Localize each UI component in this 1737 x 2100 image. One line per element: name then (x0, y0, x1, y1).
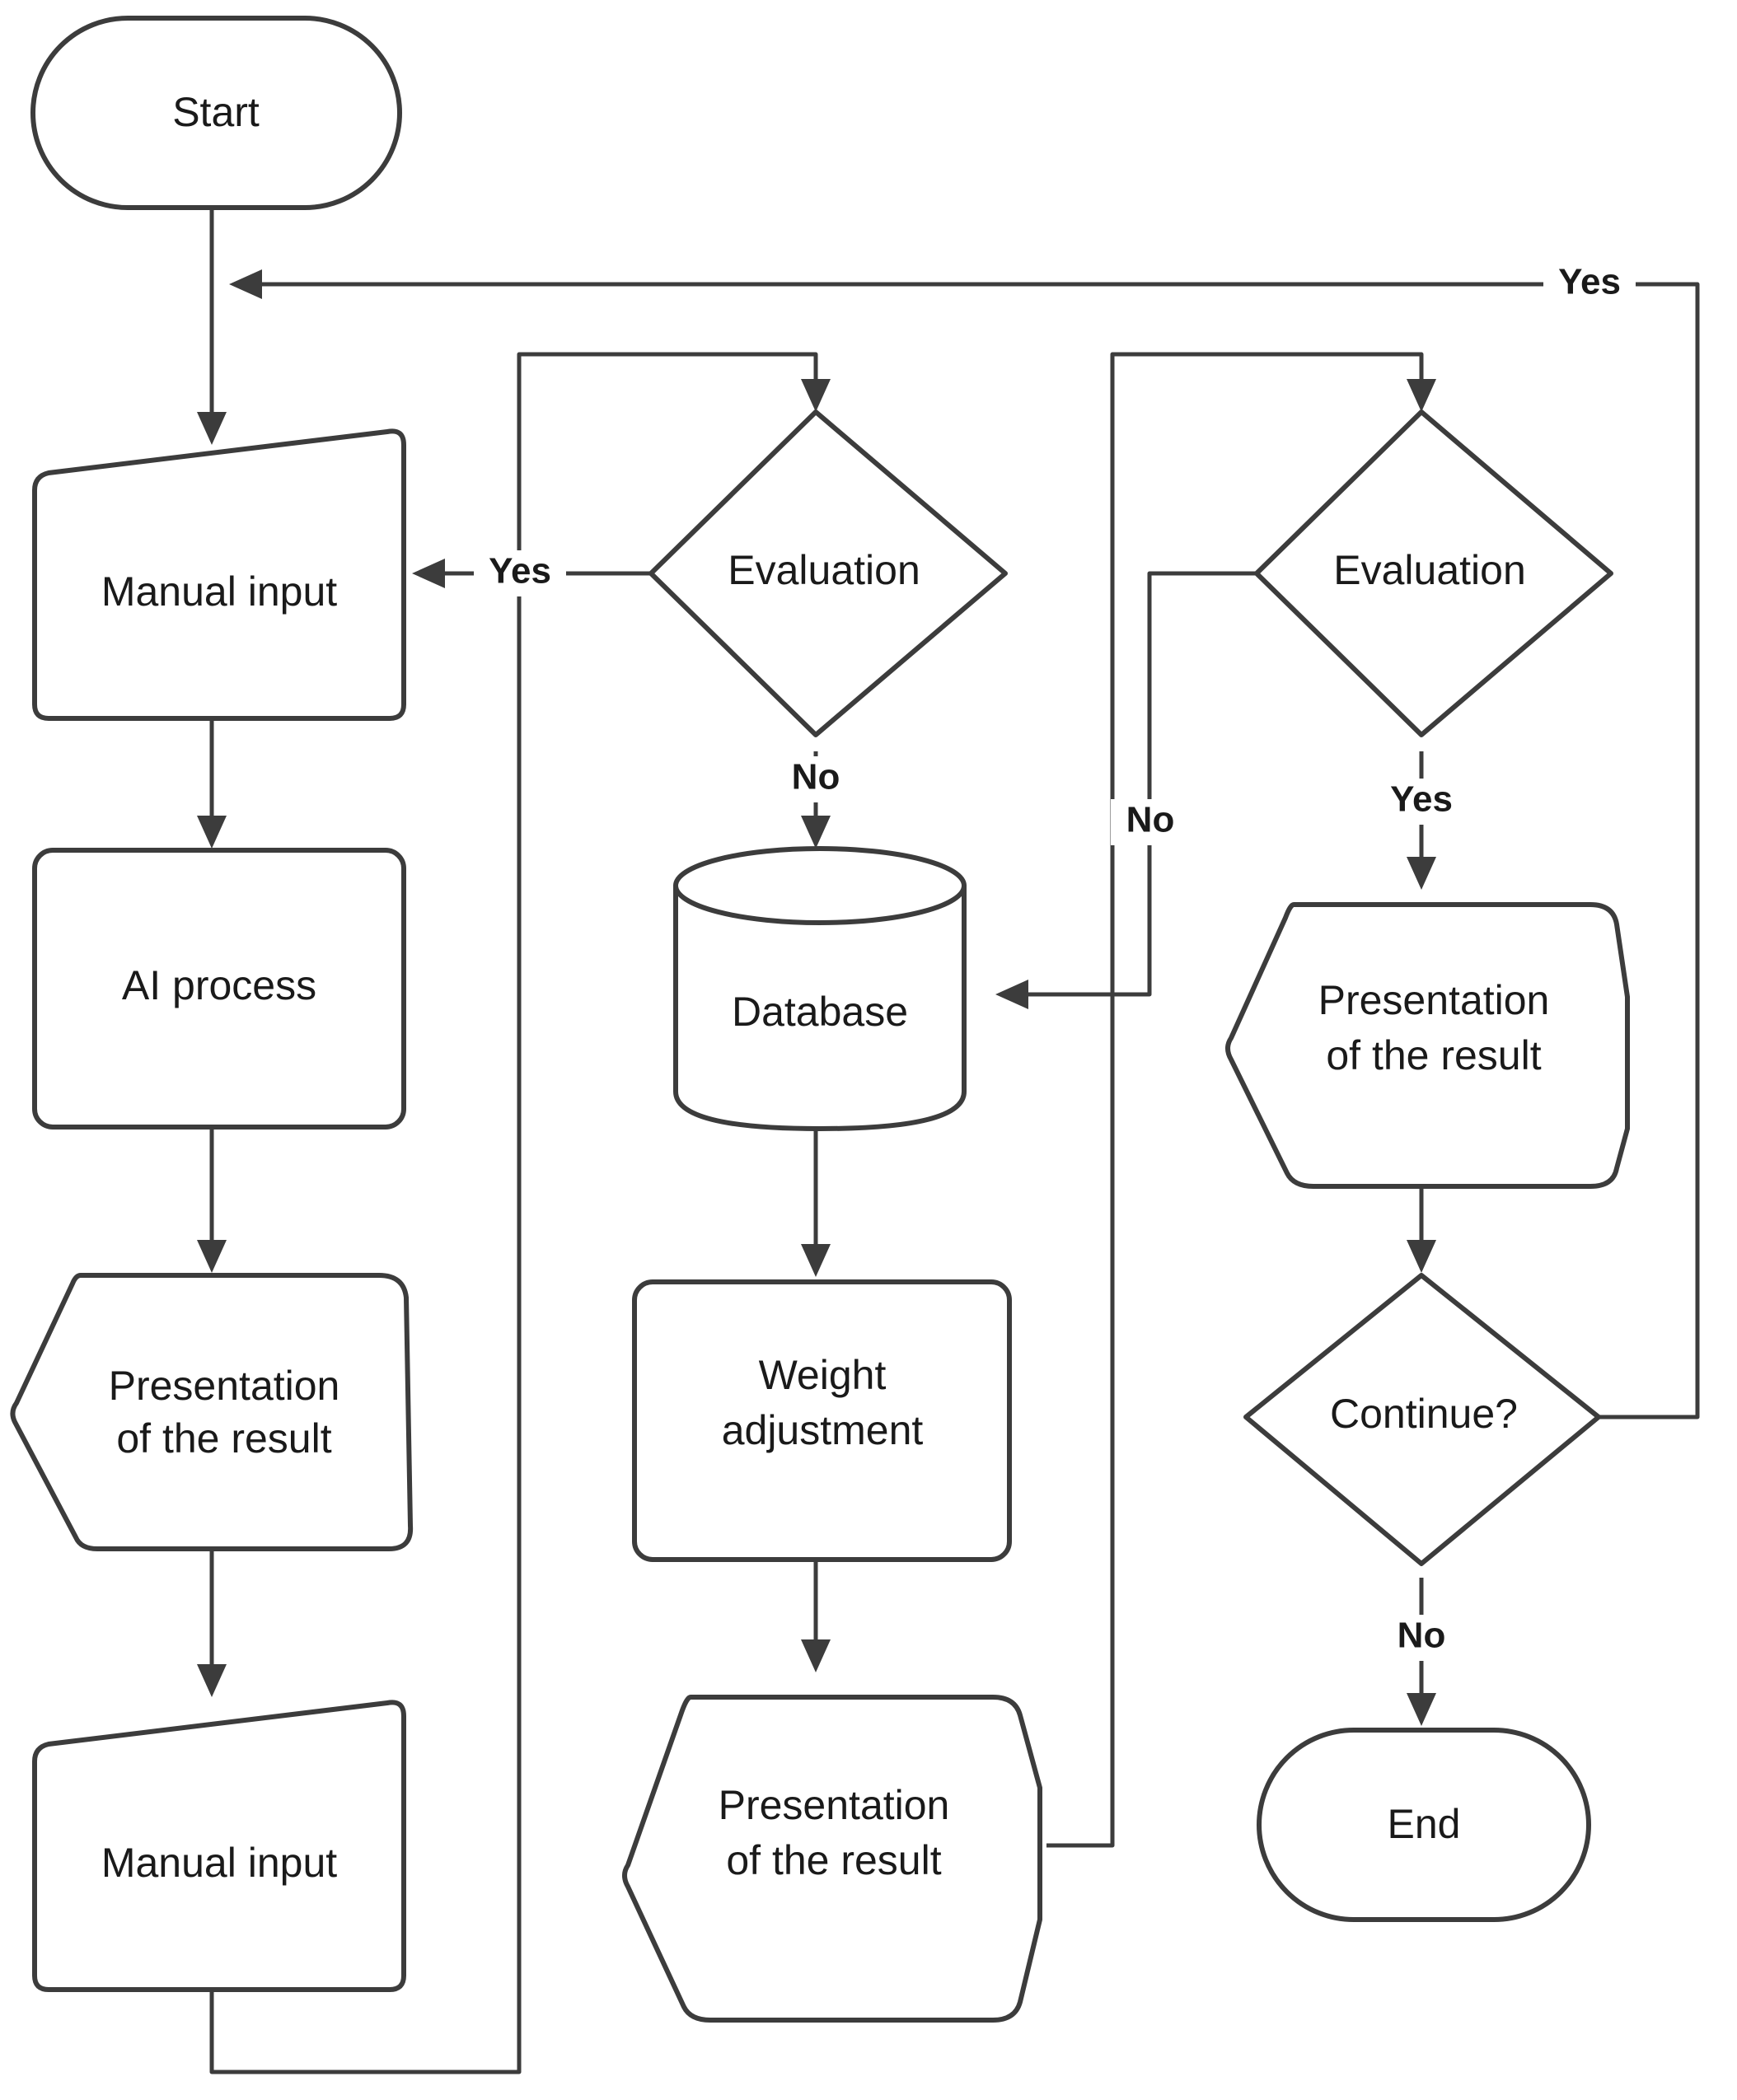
edge-label-eval2-yes: Yes (1390, 779, 1453, 820)
edge-eval2-no-to-database (1014, 571, 1257, 997)
edge-label-bg-eval1-no (776, 756, 855, 802)
presentation-3-label-line2: of the result (1326, 1032, 1541, 1078)
presentation-3-label-line1: Presentation (1318, 977, 1550, 1023)
arrowhead-present2-to-eval2 (1407, 379, 1436, 412)
evaluation-1-label: Evaluation (728, 547, 920, 593)
database-body-shape (673, 883, 967, 1131)
edge-label-eval1-no: No (792, 757, 840, 797)
manual-input-2-label: Manual input (101, 1840, 337, 1886)
presentation-1-shape (10, 1273, 414, 1551)
node-manual-input-2[interactable]: Manual input (32, 1700, 406, 1992)
manual-input-1-shape (32, 428, 406, 721)
arrowhead-manual1-to-ai (197, 816, 227, 849)
continue-shape (1243, 1273, 1601, 1566)
node-presentation-2[interactable]: Presentation of the result (622, 1695, 1042, 2023)
node-continue[interactable]: Continue? (1243, 1273, 1601, 1566)
edge-continue-yes-to-start (247, 282, 1700, 1419)
manual-input-2-shape (32, 1700, 406, 1992)
arrowhead-eval2-no-to-database (995, 980, 1028, 1009)
weight-adjustment-label-line2: adjustment (722, 1407, 924, 1453)
edge-labels-layer: Yes No No Yes Yes No (474, 261, 1636, 1661)
evaluation-2-label: Evaluation (1333, 547, 1526, 593)
edge-label-eval2-no: No (1126, 800, 1175, 840)
arrowhead-present1-to-manual2 (197, 1664, 227, 1697)
presentation-3-shape (1225, 902, 1630, 1189)
edge-label-bg-eval2-yes (1375, 779, 1468, 825)
node-start[interactable]: Start (30, 16, 402, 210)
ai-process-shape (32, 848, 406, 1130)
arrowhead-continue-no-to-end (1407, 1693, 1436, 1726)
database-label: Database (732, 989, 908, 1035)
edge-label-bg-eval2-no (1111, 799, 1190, 845)
edge-present2-to-eval2 (1046, 352, 1424, 1848)
edge-label-bg-continue-no (1382, 1615, 1461, 1661)
ai-process-label: AI process (122, 962, 316, 1008)
node-evaluation-2[interactable]: Evaluation (1254, 409, 1613, 737)
database-top-ellipse (673, 846, 967, 925)
arrowhead-continue-yes-to-start (229, 269, 262, 299)
arrowhead-start-to-manual1 (197, 412, 227, 445)
arrowhead-manual2-to-eval1 (801, 379, 831, 412)
presentation-2-shape (622, 1695, 1042, 2023)
node-ai-process[interactable]: AI process (32, 848, 406, 1130)
end-label: End (1388, 1801, 1461, 1847)
node-end[interactable]: End (1257, 1728, 1591, 1922)
continue-label: Continue? (1330, 1391, 1518, 1437)
edge-label-continue-yes: Yes (1558, 262, 1621, 302)
node-weight-adjustment[interactable]: Weight adjustment (632, 1279, 1012, 1562)
presentation-2-label-line2: of the result (726, 1837, 941, 1883)
arrowhead-weight-to-present2 (801, 1639, 831, 1672)
node-presentation-1[interactable]: Presentation of the result (10, 1273, 414, 1551)
arrowhead-ai-to-present1 (197, 1240, 227, 1273)
arrowhead-eval1-yes-to-manual1 (412, 559, 445, 588)
evaluation-1-shape (648, 409, 1008, 737)
end-shape (1257, 1728, 1591, 1922)
edge-label-eval1-yes: Yes (489, 551, 551, 592)
arrowhead-eval2-yes-to-present3 (1407, 857, 1436, 890)
edge-label-continue-no: No (1398, 1616, 1446, 1656)
arrowhead-present3-to-continue (1407, 1240, 1436, 1273)
edge-label-bg-eval1-yes (474, 550, 566, 596)
presentation-1-label-line2: of the result (116, 1415, 331, 1462)
arrowhead-database-to-weight (801, 1244, 831, 1277)
start-shape (30, 16, 402, 210)
presentation-2-label-line1: Presentation (719, 1782, 950, 1828)
start-label: Start (172, 89, 260, 135)
nodes-layer: Start Manual input AI process Presentati… (10, 16, 1630, 2023)
node-database[interactable]: Database (673, 846, 967, 1131)
edge-manual2-to-eval1 (209, 352, 818, 2074)
evaluation-2-shape (1254, 409, 1613, 737)
node-manual-input-1[interactable]: Manual input (32, 428, 406, 721)
presentation-1-label-line1: Presentation (109, 1363, 340, 1409)
manual-input-1-label: Manual input (101, 568, 337, 615)
edge-label-bg-continue-yes (1543, 261, 1636, 307)
arrowhead-eval1-no-to-database (801, 816, 831, 849)
weight-adjustment-shape (632, 1279, 1012, 1562)
weight-adjustment-label-line1: Weight (759, 1352, 887, 1398)
node-presentation-3[interactable]: Presentation of the result (1225, 902, 1630, 1189)
node-evaluation-1[interactable]: Evaluation (648, 409, 1008, 737)
